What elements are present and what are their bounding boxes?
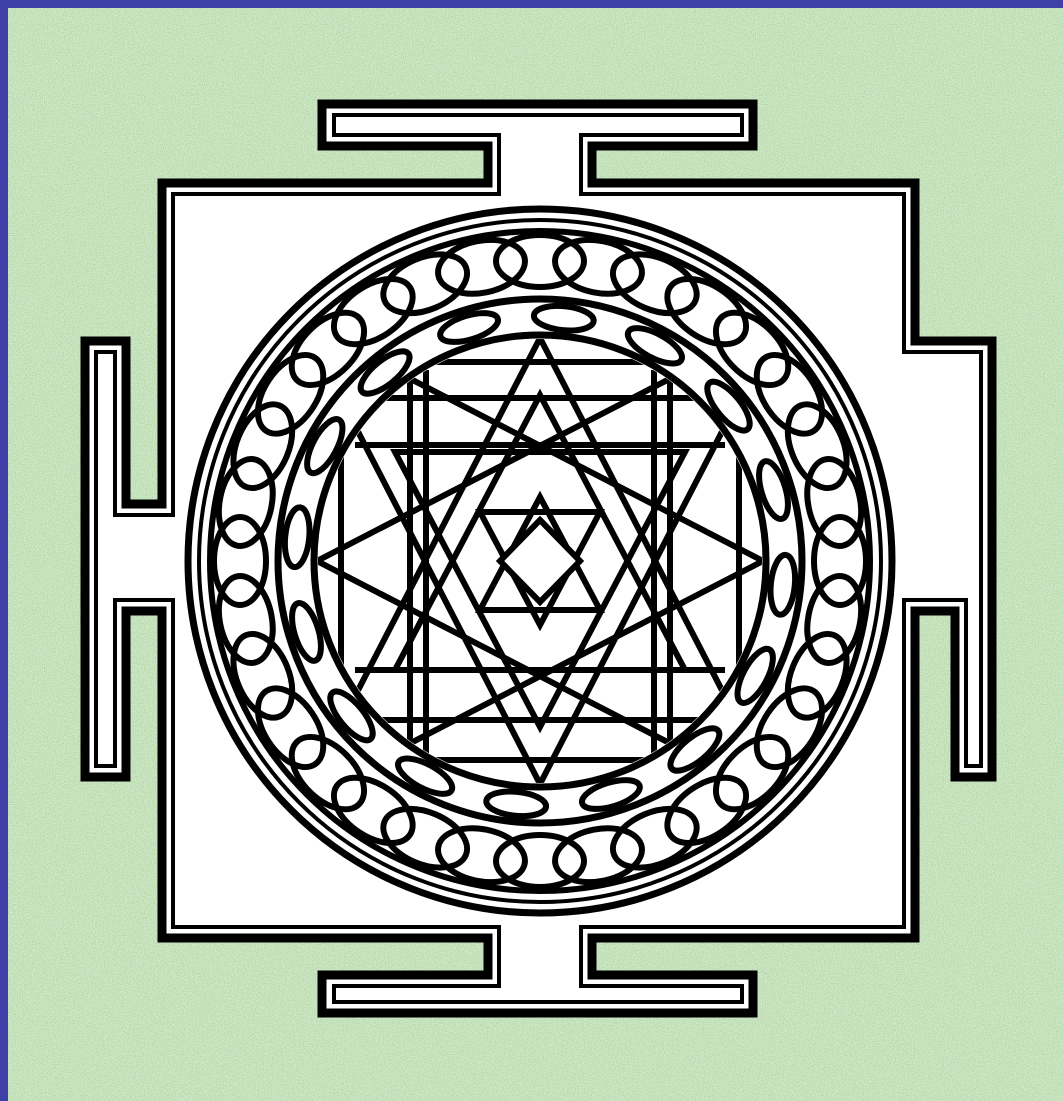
yantra-svg [8, 8, 1063, 1101]
yantra-canvas [8, 8, 1063, 1101]
